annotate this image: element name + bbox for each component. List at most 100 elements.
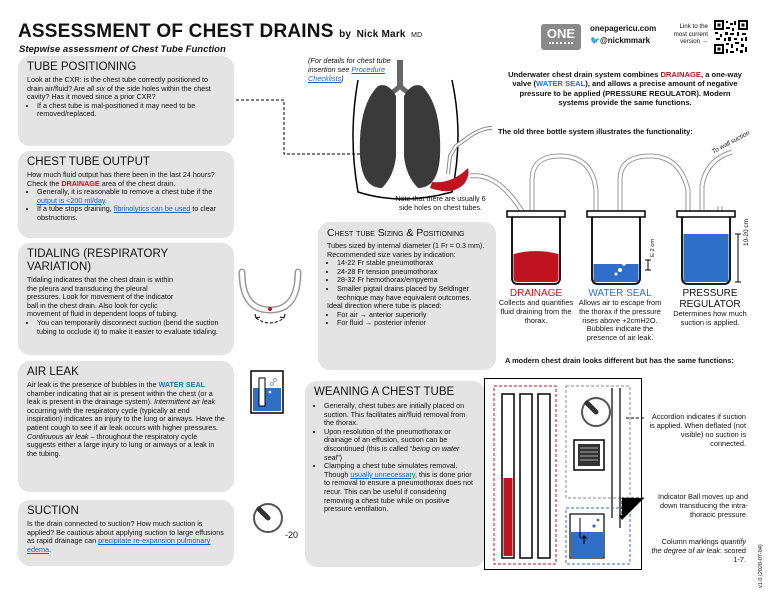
suction-panel: SUCTION Is the drain connected to suctio… — [18, 500, 234, 566]
water-seal-caption: WATER SEAL Allows air to escape from the… — [576, 288, 664, 343]
lungs-illustration — [352, 60, 493, 200]
logo-text: ONE — [546, 26, 576, 41]
positioning-text-emphasis: all six — [86, 83, 105, 93]
output-b2-b: to clear obstructions. — [37, 204, 217, 222]
positioning-text-a: Look at the CXR: is the chest tube corre… — [27, 75, 208, 93]
system-intro: Underwater chest drain system combines D… — [505, 70, 745, 108]
airleak-p1-a: Air leak is the presence of bubbles in t… — [27, 380, 159, 389]
weaning-b3-a: Clamping a chest tube simulates removal.… — [324, 461, 458, 479]
procedure-checklists-link[interactable]: Procedure Checklists — [308, 64, 386, 83]
tube-positioning-panel: TUBE POSITIONING Look at the CXR: is the… — [18, 56, 234, 146]
modern-drain-diagram — [493, 385, 631, 565]
sizing-list: 14-22 Fr stable pneumothorax 24-28 Fr te… — [327, 259, 487, 302]
qr-code-graphic — [714, 20, 748, 54]
accordion-note: Accordion indicates if suction is applie… — [649, 412, 746, 448]
output-b2-a: If a tube stops draining, — [37, 204, 114, 214]
weaning-b2-b: ”) — [337, 452, 342, 462]
tidaling-bullet: You can temporarily disconnect suction (… — [37, 318, 225, 336]
column-note-a: Column markings — [661, 537, 721, 546]
sizing-panel: Chest tube Sizing & Positioning Tubes si… — [318, 222, 496, 370]
tidaling-panel: TIDALING (RESPIRATORY VARIATION) Tidalin… — [18, 243, 234, 355]
airleak-p1-c: occurring with the respiratory cycle (ty… — [27, 405, 225, 432]
pressure-regulator-caption-desc: Determines how much suction is applied. — [673, 309, 747, 327]
sizing-intro: Tubes sized by internal diameter (1 Fr =… — [327, 241, 485, 259]
suction-dial-label: -20 — [285, 530, 299, 540]
output-title: CHEST TUBE OUTPUT — [27, 156, 150, 168]
water-seal-chamber-icon — [250, 370, 284, 414]
tidaling-title: TIDALING (RESPIRATORY VARIATION) — [27, 248, 169, 273]
side-holes-note: Note that there are usually 6 side holes… — [395, 194, 486, 212]
suction-dial-icon — [253, 503, 283, 533]
airleak-p2-b: – throughout the respiratory cycle sugge… — [27, 431, 215, 458]
column-note-emphasis: quantify the degree of air leak — [651, 537, 746, 555]
output-drainage-word: DRAINAGE — [61, 178, 100, 188]
depth-label: E 2 cm — [650, 238, 656, 257]
intro-c: ), and allows a precise amount of negati… — [519, 79, 738, 108]
output-b1-b: . — [105, 195, 107, 205]
sizing-air-direction: For air → anterior superiorly — [337, 310, 487, 320]
unnecessary-link[interactable]: usually unnecessary — [350, 469, 415, 479]
weaning-panel: WEANING A CHEST TUBE Generally, chest tu… — [305, 381, 485, 567]
output-threshold-link[interactable]: output is <200 ml/day — [37, 195, 105, 205]
version-label: v1.0 (2020-07-04) — [758, 544, 764, 588]
intro-a: Underwater chest drain system combines — [508, 70, 661, 79]
version-link-note: Link to the most current version → — [673, 23, 708, 45]
sizing-direction-list: For air → anterior superiorly For fluid … — [327, 310, 487, 328]
air-leak-text-2: Continuous air leak – throughout the res… — [27, 431, 225, 459]
sizing-item: Smaller pigtail drains placed by Selding… — [337, 284, 487, 302]
tidaling-bullets: You can temporarily disconnect suction (… — [27, 318, 225, 336]
suction-title: SUCTION — [27, 505, 79, 517]
sizing-item: 24-28 Fr tension pneumothorax — [337, 267, 487, 277]
drainage-caption-title: DRAINAGE — [509, 288, 563, 299]
output-bullets: Generally, it is reasonable to remove a … — [27, 187, 225, 222]
insertion-note: (For details for chest tube insertion se… — [308, 56, 400, 83]
qr-code[interactable] — [714, 20, 748, 54]
insertion-note-a: (For details for chest tube insertion se… — [308, 56, 391, 74]
sizing-fluid-direction: For fluid → posterior inferior — [337, 319, 487, 328]
twitter-handle[interactable]: 🐦@nickmmark — [590, 36, 651, 45]
airleak-continuous: Continuous air leak — [27, 431, 89, 441]
water-seal-caption-title: WATER SEAL — [588, 288, 652, 299]
site-link[interactable]: onepagericu.com — [590, 24, 657, 33]
airleak-intermittent: Intermittent air leak — [154, 397, 216, 407]
output-bullet-1: Generally, it is reasonable to remove a … — [37, 187, 225, 205]
page-subtitle: Stepwise assessment of Chest Tube Functi… — [19, 44, 226, 55]
air-leak-text-1: Air leak is the presence of bubbles in t… — [27, 380, 225, 433]
weaning-bullet-2: Upon resolution of the pneumothorax or d… — [324, 426, 476, 462]
airleak-water-seal-word: WATER SEAL — [158, 380, 206, 389]
drainage-caption: DRAINAGE Collects and quantifies fluid d… — [498, 288, 574, 325]
tidaling-text: Tidaling indicates that the chest drain … — [27, 275, 179, 319]
output-bullet-2: If a tube stops draining, fibrinolytics … — [37, 205, 225, 222]
tube-positioning-text: Look at the CXR: is the chest tube corre… — [27, 75, 225, 102]
author-degree: MD — [411, 32, 423, 39]
fibrinolytics-link[interactable]: fibrinolytics can be used — [113, 204, 191, 214]
intro-water-seal: WATER SEAL — [536, 79, 586, 89]
re-expansion-edema-link[interactable]: precipitate re-expansion pulmonary edema — [27, 536, 211, 554]
weaning-water-seal-term: being on water seal — [324, 443, 460, 462]
sizing-item: 14-22 Fr stable pneumothorax — [337, 259, 487, 268]
weaning-bullet-3: Clamping a chest tube simulates removal.… — [324, 461, 476, 514]
intro-drainage: DRAINAGE — [660, 70, 701, 79]
output-text: How much fluid output has there been in … — [27, 170, 225, 188]
water-seal-caption-desc: Allows air to escape from the thorax if … — [578, 298, 662, 343]
title-text: ASSESSMENT OF CHEST DRAINS — [18, 21, 334, 42]
pressure-regulator-caption-title: PRESSURE REGULATOR — [679, 288, 741, 310]
weaning-b2-a: Upon resolution of the pneumothorax or d… — [324, 426, 451, 453]
modern-drain-caption: A modern chest drain looks different but… — [505, 356, 734, 365]
weaning-list: Generally, chest tubes are initially pla… — [314, 401, 476, 514]
suction-text-a: Is the drain connected to suction? How m… — [27, 519, 224, 546]
pressure-regulator-caption: PRESSURE REGULATOR Determines how much s… — [670, 288, 750, 328]
chest-tube-output-panel: CHEST TUBE OUTPUT How much fluid output … — [18, 151, 234, 238]
annotation-leaders — [619, 417, 644, 520]
column-markings-note: Column markings quantify the degree of a… — [650, 537, 746, 564]
logo[interactable]: ONE — [541, 24, 581, 50]
sizing-ideal: Ideal direction where tube is placed: — [327, 301, 442, 311]
column-note-b: : scored 1-7. — [720, 546, 746, 564]
output-b1-a: Generally, it is reasonable to remove a … — [37, 187, 213, 197]
height-label: 10-20 cm — [743, 218, 750, 246]
tube-positioning-title: TUBE POSITIONING — [27, 61, 137, 73]
airleak-p1-b: chamber indicating that air is present w… — [27, 388, 213, 407]
indicator-ball-note: Indicator Ball moves up and down transdu… — [657, 492, 748, 519]
drainage-caption-desc: Collects and quantifies fluid draining f… — [498, 298, 574, 325]
by-text: by — [339, 29, 352, 40]
